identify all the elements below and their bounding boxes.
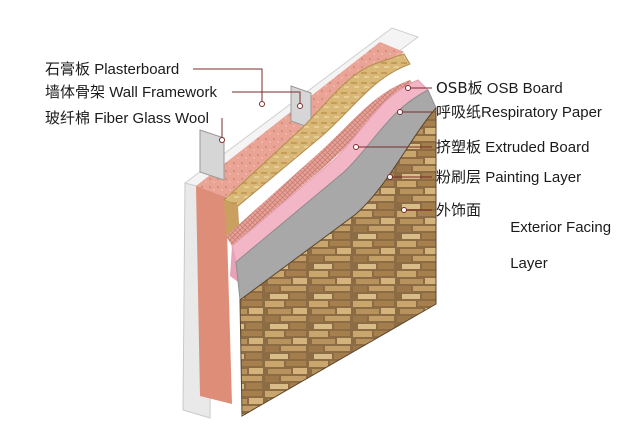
- label-exterior-facing: 外饰面 Exterior Facing Layer: [436, 201, 611, 291]
- label-respiratory-paper-zh: 呼吸纸: [436, 103, 482, 121]
- label-respiratory-paper-en: Respiratory Paper: [481, 104, 602, 121]
- label-wall-framework: 墙体骨架 Wall Framework: [45, 83, 217, 102]
- label-plasterboard-zh: 石膏板: [45, 60, 91, 78]
- label-osb-board-zh: OSB板: [436, 79, 483, 97]
- label-exterior-facing-en-line2: Layer: [510, 255, 548, 272]
- label-osb-board-en: OSB Board: [486, 80, 563, 97]
- leader-dots: [219, 85, 411, 213]
- label-exterior-facing-zh: 外饰面: [436, 201, 482, 219]
- label-fiber-glass-wool-en: Fiber Glass Wool: [94, 110, 209, 127]
- label-extruded-board-zh: 挤塑板: [436, 138, 482, 156]
- label-osb-board: OSB板 OSB Board: [436, 79, 563, 98]
- label-exterior-facing-en: Exterior Facing: [510, 219, 612, 236]
- label-respiratory-paper: 呼吸纸Respiratory Paper: [436, 103, 602, 122]
- exterior-facing-layer: [239, 106, 437, 417]
- label-wall-framework-zh: 墙体骨架: [45, 83, 106, 101]
- label-extruded-board: 挤塑板 Extruded Board: [436, 138, 589, 157]
- label-painting-layer: 粉刷层 Painting Layer: [436, 168, 581, 187]
- label-wall-framework-en: Wall Framework: [109, 84, 217, 101]
- left-leader-lines: [193, 68, 301, 140]
- label-fiber-glass-wool-zh: 玻纤棉: [45, 109, 91, 127]
- label-painting-layer-en: Painting Layer: [485, 169, 582, 186]
- label-painting-layer-zh: 粉刷层: [436, 168, 482, 186]
- label-plasterboard: 石膏板 Plasterboard: [45, 60, 179, 79]
- label-fiber-glass-wool: 玻纤棉 Fiber Glass Wool: [45, 109, 209, 128]
- right-leader-lines: [356, 87, 432, 211]
- label-extruded-board-en: Extruded Board: [485, 139, 590, 156]
- label-plasterboard-en: Plasterboard: [94, 61, 180, 78]
